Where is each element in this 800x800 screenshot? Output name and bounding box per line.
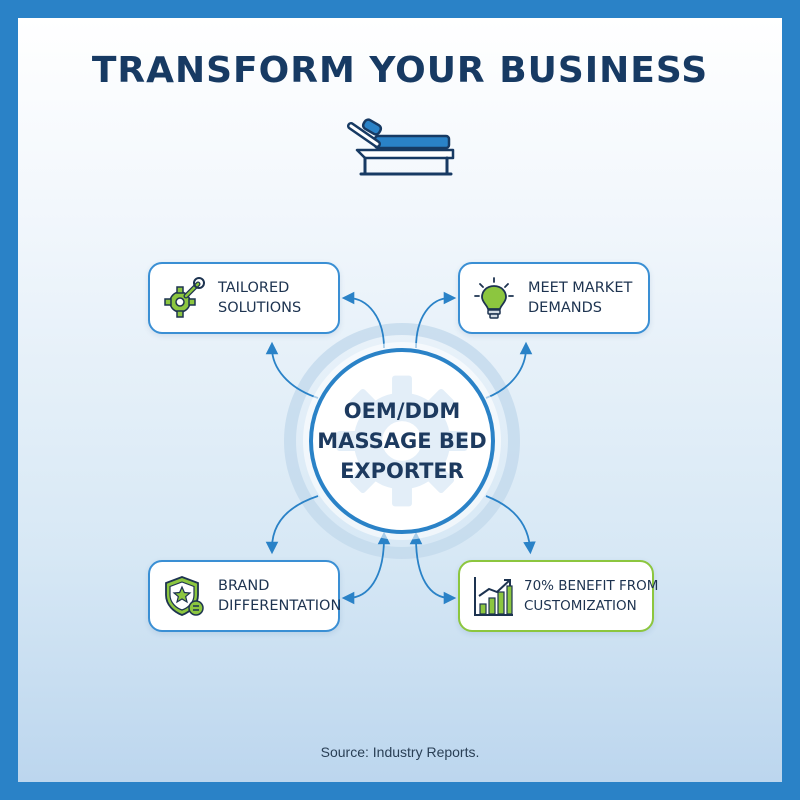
bar-chart-growth-icon <box>474 577 513 616</box>
card-line: DIFFERENTATION <box>218 598 342 614</box>
arrow-top-left-2 <box>265 341 319 399</box>
shield-star-icon <box>165 576 204 616</box>
card-line: CUSTOMIZATION <box>524 598 637 614</box>
page-title: TRANSFORM YOUR BUSINESS <box>91 50 709 91</box>
gear-icon <box>336 375 468 507</box>
card-label: MEET MARKET DEMANDS <box>528 278 632 318</box>
hub-line: OEM/DDM <box>343 399 461 423</box>
hub-label: OEM/DDM MASSAGE BED EXPORTER <box>317 396 486 486</box>
card-70-benefit: 70% BENEFIT FROM CUSTOMIZATION <box>458 560 658 632</box>
card-meet-market-demands: MEET MARKET DEMANDS <box>458 262 650 334</box>
card-line: TAILORED <box>218 280 290 296</box>
card-label: TAILORED SOLUTIONS <box>218 278 301 318</box>
hub-line: EXPORTER <box>340 459 464 483</box>
arrow-bottom-right-1 <box>485 495 536 555</box>
arrow-bottom-right-2 <box>409 531 457 605</box>
arrow-bottom-left-1 <box>265 495 319 555</box>
hub-ring <box>284 323 520 559</box>
connector-arrows <box>265 291 536 605</box>
arrow-top-left-1 <box>341 291 385 349</box>
connector-diagram <box>265 291 536 605</box>
card-line: DEMANDS <box>528 300 602 316</box>
center-hub: OEM/DDM MASSAGE BED EXPORTER <box>309 348 495 534</box>
lightbulb-icon <box>474 277 514 319</box>
source-note: Source: Industry Reports. <box>320 744 480 760</box>
arrow-top-right-1 <box>415 291 457 349</box>
card-label: 70% BENEFIT FROM CUSTOMIZATION <box>524 576 658 616</box>
card-line: BRAND <box>218 578 270 594</box>
card-line: 70% BENEFIT FROM <box>524 578 659 594</box>
gear-wrench-icon <box>164 277 205 318</box>
hub-line: MASSAGE BED <box>317 429 487 453</box>
card-tailored-solutions: TAILORED SOLUTIONS <box>148 262 340 334</box>
card-line: MEET MARKET <box>528 280 633 296</box>
arrow-bottom-left-2 <box>341 531 391 605</box>
card-label: BRAND DIFFERENTATION <box>218 576 341 616</box>
card-brand-differentation: BRAND DIFFERENTATION <box>148 560 341 632</box>
massage-bed-icon <box>347 118 455 176</box>
arrow-top-right-2 <box>485 341 533 399</box>
card-line: SOLUTIONS <box>218 300 302 316</box>
